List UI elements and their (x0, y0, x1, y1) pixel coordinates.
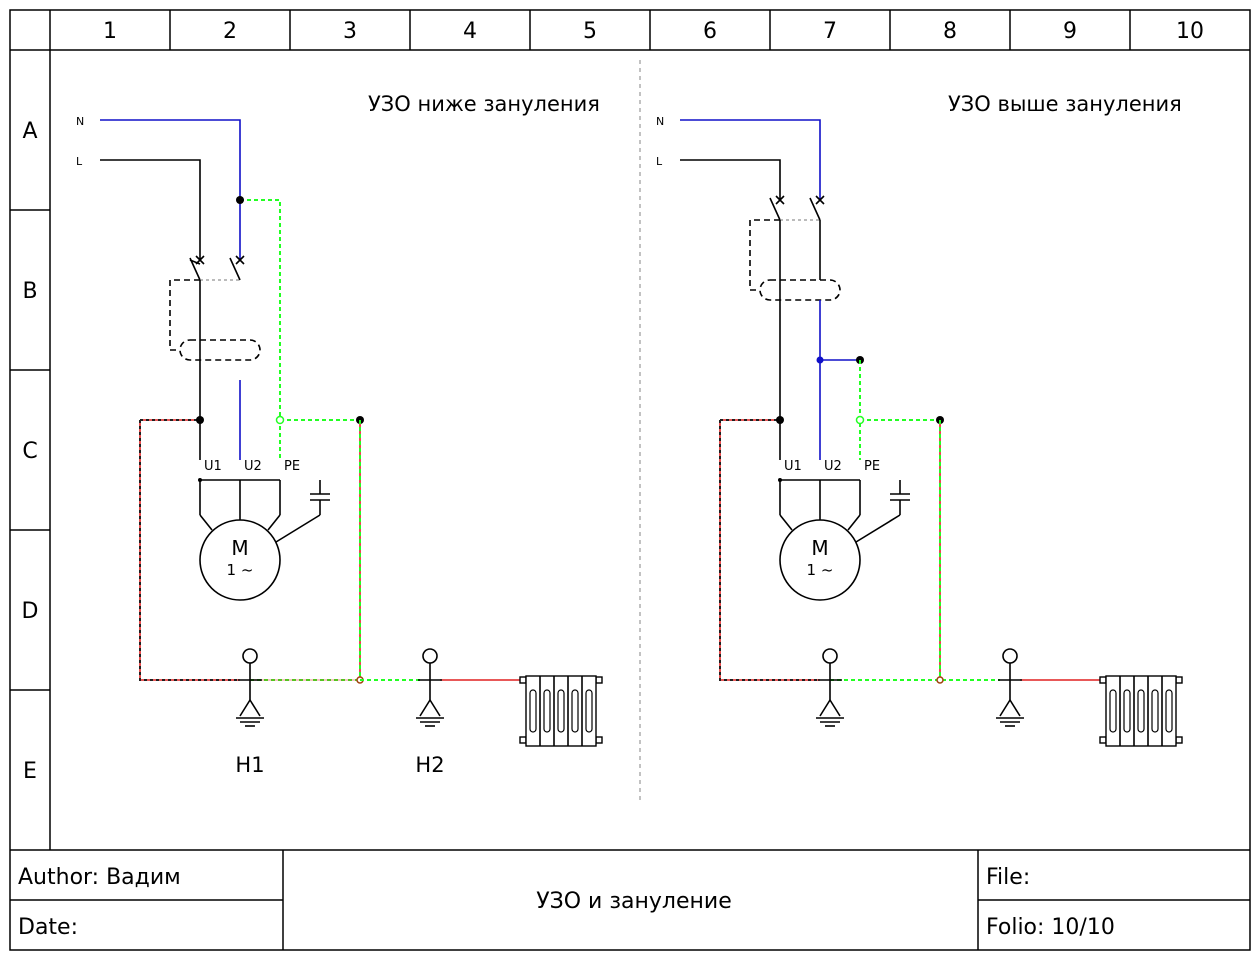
right-phase-supply (680, 159, 781, 200)
row-separators (10, 209, 50, 691)
right-schematic: УЗО выше зануления N L (656, 92, 1183, 747)
right-neutral-supply (680, 119, 821, 200)
footer-date: Date: (18, 915, 78, 940)
left-u2-label: U2 (244, 459, 262, 474)
column-separators (169, 10, 1131, 50)
footer-title: УЗО и зануление (536, 889, 732, 914)
row-label: A (22, 119, 37, 144)
footer-folio: Folio: 10/10 (986, 915, 1115, 940)
left-motor-m: M (231, 536, 248, 560)
col-label: 9 (1063, 19, 1077, 44)
right-l-label: L (656, 155, 663, 168)
left-neutral-supply (100, 119, 241, 260)
col-label: 4 (463, 19, 477, 44)
right-pe-label: PE (864, 459, 880, 474)
right-title: УЗО выше зануления (948, 92, 1182, 116)
left-motor: M 1 ~ (198, 478, 330, 601)
person-h1-icon (236, 648, 264, 727)
left-junction-n (236, 196, 244, 204)
right-radiator-icon (1099, 675, 1183, 747)
sheet-border (9, 9, 1251, 951)
footer-author: Author: Вадим (18, 865, 181, 890)
col-label: 5 (583, 19, 597, 44)
col-label: 2 (223, 19, 237, 44)
right-motor-m: M (811, 536, 828, 560)
left-h1-label: H1 (235, 753, 264, 777)
footer-file: File: (986, 865, 1030, 890)
col-label: 8 (943, 19, 957, 44)
left-motor-phase: 1 ~ (227, 561, 254, 579)
col-label: 7 (823, 19, 837, 44)
left-rcd (169, 255, 261, 460)
left-radiator-icon (519, 675, 603, 747)
title-block: Author: Вадим Date: УЗО и зануление File… (10, 850, 1250, 950)
left-h2-label: H2 (415, 753, 444, 777)
column-labels: 1 2 3 4 5 6 7 8 9 10 (103, 19, 1204, 44)
left-schematic: УЗО ниже зануления N L (76, 92, 603, 777)
left-n-label: N (76, 115, 84, 128)
right-person-2-icon (996, 648, 1024, 727)
left-phase-supply (100, 159, 201, 260)
right-u1-label: U1 (784, 459, 802, 474)
col-label: 6 (703, 19, 717, 44)
row-label: E (23, 759, 37, 784)
row-label: B (22, 279, 37, 304)
right-person-1-icon (816, 648, 844, 727)
col-label: 3 (343, 19, 357, 44)
right-n-label: N (656, 115, 664, 128)
left-pe-link (240, 199, 281, 460)
row-label: C (22, 439, 37, 464)
col-label: 1 (103, 19, 117, 44)
left-pe-label: PE (284, 459, 300, 474)
right-motor: M 1 ~ (778, 478, 910, 601)
right-junction-l (776, 416, 784, 424)
right-u2-label: U2 (824, 459, 842, 474)
left-l-label: L (76, 155, 83, 168)
row-label: D (22, 599, 39, 624)
right-motor-phase: 1 ~ (807, 561, 834, 579)
person-h2-icon (416, 648, 444, 727)
row-labels: A B C D E (22, 119, 39, 784)
left-u1-label: U1 (204, 459, 222, 474)
col-label: 10 (1176, 19, 1204, 44)
left-junction-l (196, 416, 204, 424)
left-title: УЗО ниже зануления (368, 92, 600, 116)
